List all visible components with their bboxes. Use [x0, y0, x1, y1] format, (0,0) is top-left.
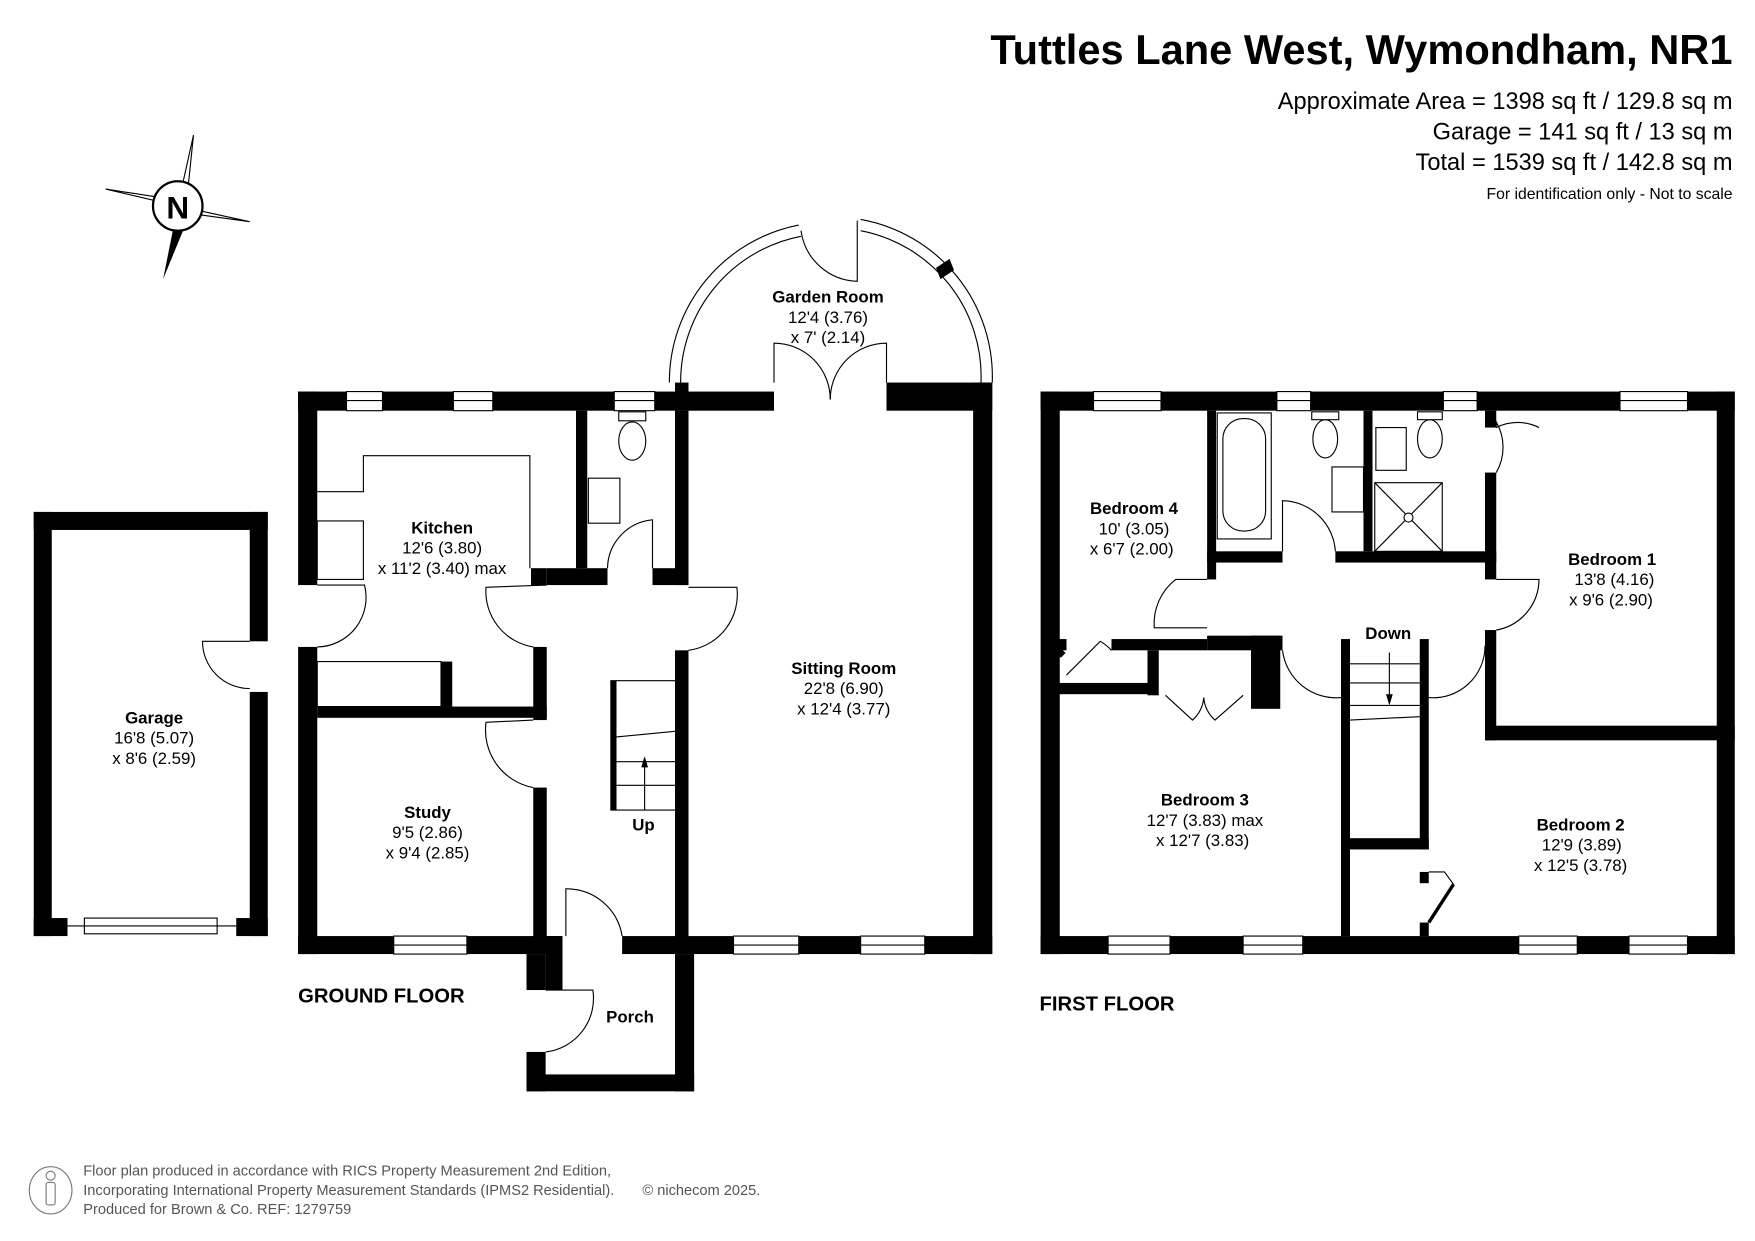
svg-text:13'8 (4.16): 13'8 (4.16)	[1574, 570, 1654, 589]
compass-label: N	[166, 189, 189, 225]
first-floor-plan: Down	[1040, 391, 1735, 955]
room-kitchen: Kitchen 12'6 (3.80) x 11'2 (3.40) max	[378, 518, 507, 578]
first-floor-label: FIRST FLOOR	[1040, 993, 1175, 1015]
svg-text:Kitchen: Kitchen	[411, 518, 473, 537]
svg-text:x 9'6 (2.90): x 9'6 (2.90)	[1569, 590, 1653, 609]
person-scale-icon	[28, 1166, 73, 1215]
room-garage: Garage 16'8 (5.07) x 8'6 (2.59)	[112, 708, 196, 768]
garage-area: Garage = 141 sq ft / 13 sq m	[1433, 120, 1733, 146]
svg-text:x 12'5 (3.78): x 12'5 (3.78)	[1534, 856, 1627, 875]
footer-line-3: Produced for Brown & Co. REF: 1279759	[83, 1202, 351, 1218]
svg-text:x 8'6 (2.59): x 8'6 (2.59)	[112, 749, 196, 768]
ground-floor-label: GROUND FLOOR	[298, 985, 465, 1007]
total-area: Total = 1539 sq ft / 142.8 sq m	[1416, 150, 1733, 176]
svg-text:16'8 (5.07): 16'8 (5.07)	[114, 729, 194, 748]
room-sitting-room: Sitting Room 22'8 (6.90) x 12'4 (3.77)	[791, 659, 896, 719]
stairs-up-label: Up	[632, 815, 654, 834]
svg-text:Bedroom 4: Bedroom 4	[1090, 499, 1179, 518]
room-bedroom-2: Bedroom 2 12'9 (3.89) x 12'5 (3.78)	[1534, 815, 1627, 875]
footer-line-2: Incorporating International Property Mea…	[83, 1183, 614, 1199]
approx-area: Approximate Area = 1398 sq ft / 129.8 sq…	[1278, 89, 1733, 115]
room-garden-room: Garden Room 12'4 (3.76) x 7' (2.14)	[772, 288, 883, 348]
svg-text:10' (3.05): 10' (3.05)	[1099, 519, 1170, 538]
footer-line-1: Floor plan produced in accordance with R…	[83, 1164, 611, 1180]
room-bedroom-1: Bedroom 1 13'8 (4.16) x 9'6 (2.90)	[1568, 550, 1656, 610]
property-title: Tuttles Lane West, Wymondham, NR1	[990, 26, 1732, 73]
svg-text:Sitting Room: Sitting Room	[791, 659, 896, 678]
svg-text:x 12'4 (3.77): x 12'4 (3.77)	[797, 699, 890, 718]
stairs-down-label: Down	[1365, 624, 1411, 643]
svg-text:Study: Study	[404, 803, 451, 822]
svg-text:12'9 (3.89): 12'9 (3.89)	[1542, 836, 1622, 855]
svg-text:x 7' (2.14): x 7' (2.14)	[791, 328, 865, 347]
footer-copyright: © nichecom 2025.	[642, 1183, 760, 1199]
room-bedroom-4: Bedroom 4 10' (3.05) x 6'7 (2.00)	[1090, 499, 1179, 559]
svg-text:22'8 (6.90): 22'8 (6.90)	[804, 679, 884, 698]
room-study: Study 9'5 (2.86) x 9'4 (2.85)	[386, 803, 470, 863]
disclaimer: For identification only - Not to scale	[1487, 186, 1733, 203]
svg-text:x 11'2 (3.40) max: x 11'2 (3.40) max	[378, 559, 507, 578]
svg-text:x 12'7 (3.83): x 12'7 (3.83)	[1156, 831, 1249, 850]
svg-text:x 9'4 (2.85): x 9'4 (2.85)	[386, 843, 470, 862]
svg-text:9'5 (2.86): 9'5 (2.86)	[392, 823, 463, 842]
svg-text:Garage: Garage	[125, 708, 183, 727]
compass-icon: N	[105, 134, 250, 280]
svg-text:Garden Room: Garden Room	[772, 288, 883, 307]
room-bedroom-3: Bedroom 3 12'7 (3.83) max x 12'7 (3.83)	[1147, 791, 1264, 851]
svg-text:Bedroom 2: Bedroom 2	[1537, 815, 1625, 834]
svg-text:Bedroom 3: Bedroom 3	[1161, 791, 1249, 810]
svg-text:12'4 (3.76): 12'4 (3.76)	[788, 308, 868, 327]
svg-text:12'7 (3.83) max: 12'7 (3.83) max	[1147, 811, 1264, 830]
room-porch: Porch	[606, 1008, 654, 1027]
svg-text:x 6'7 (2.00): x 6'7 (2.00)	[1090, 540, 1174, 559]
ground-floor-plan: Up	[33, 218, 993, 1092]
svg-text:Bedroom 1: Bedroom 1	[1568, 550, 1656, 569]
svg-text:12'6 (3.80): 12'6 (3.80)	[402, 539, 482, 558]
